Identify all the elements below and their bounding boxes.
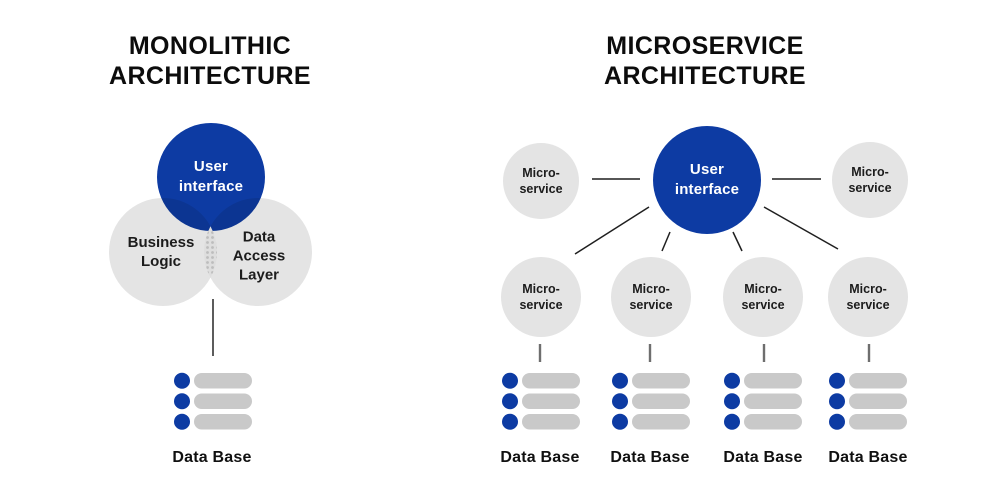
user-interface-circle: [157, 123, 265, 231]
database-icon: [502, 372, 580, 430]
link-inner-left-diagonal: [661, 231, 671, 252]
microservice-circle-2: [611, 257, 691, 337]
user-interface-label: User interface: [178, 158, 244, 195]
user-interface-circle-right: [653, 126, 761, 234]
microservice-label-2: Micro- service: [629, 282, 673, 312]
microservice-title: MICROSERVICE ARCHITECTURE: [603, 32, 807, 90]
venn-overlap-lens: [203, 226, 218, 278]
microservice-label-top-right: Micro- service: [848, 165, 892, 195]
database-icon: [612, 372, 690, 430]
database-label-4: Data Base: [828, 449, 908, 466]
link-outer-left-diagonal: [574, 206, 650, 255]
business-logic-label: Business Logic: [127, 234, 195, 270]
microservice-label-4: Micro- service: [846, 282, 890, 312]
database-label-2: Data Base: [610, 449, 690, 466]
database-label-3: Data Base: [723, 449, 803, 466]
monolithic-venn: [109, 123, 312, 306]
data-access-layer-label: Data Access Layer: [232, 228, 286, 284]
link-inner-right-diagonal: [732, 231, 743, 252]
database-icon: [829, 372, 907, 430]
microservice-circle-3: [723, 257, 803, 337]
microservice-links: [574, 178, 839, 255]
microservice-circle-top-right: [832, 142, 908, 218]
database-icon: [724, 372, 802, 430]
microservice-label-top-left: Micro- service: [519, 166, 563, 196]
database-icon: [174, 372, 252, 430]
monolithic-title: MONOLITHIC ARCHITECTURE: [108, 32, 312, 90]
microservice-label-1: Micro- service: [519, 282, 563, 312]
microservice-db-connectors: [538, 344, 871, 362]
microservice-circle-1: [501, 257, 581, 337]
microservice-label-3: Micro- service: [741, 282, 785, 312]
microservice-circle-top-left: [503, 143, 579, 219]
user-interface-label-right: User interface: [674, 161, 740, 198]
database-label: Data Base: [172, 449, 252, 466]
microservice-circle-4: [828, 257, 908, 337]
link-outer-right-diagonal: [763, 206, 839, 250]
database-label-1: Data Base: [500, 449, 580, 466]
